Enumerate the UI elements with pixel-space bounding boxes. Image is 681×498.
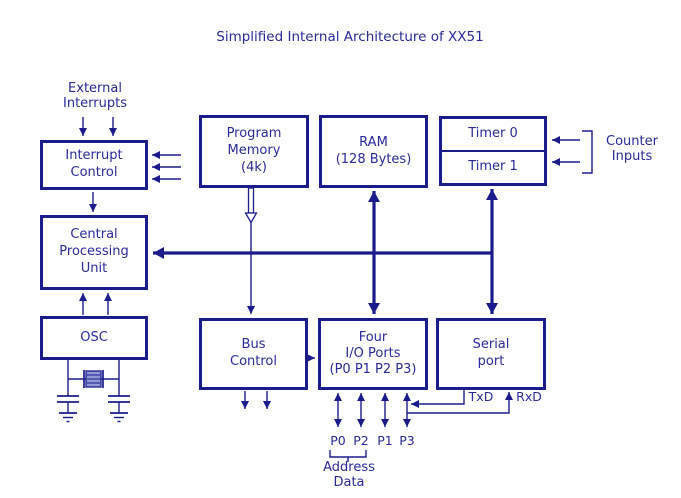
timer0-cell: Timer 0 bbox=[468, 126, 518, 142]
interrupt-input-arrows bbox=[152, 151, 181, 183]
ground-right-icon bbox=[110, 412, 128, 423]
external-interrupt-arrows bbox=[79, 117, 117, 136]
program-memory-bus-arrow bbox=[244, 187, 258, 314]
rxd-label: RxD bbox=[516, 389, 542, 404]
oscillator-circuit bbox=[57, 359, 130, 423]
ram-box: RAM (128 Bytes) bbox=[319, 115, 428, 188]
bus-control-output-arrows bbox=[241, 391, 271, 409]
osc-to-cpu-arrows bbox=[79, 293, 112, 315]
txd-wire bbox=[411, 390, 465, 408]
port-pin-label-p3: P3 bbox=[399, 433, 415, 448]
external-interrupts-label: External Interrupts bbox=[63, 81, 127, 112]
interrupt-control-box: Interrupt Control bbox=[40, 140, 148, 190]
port-pin-label-p2: P2 bbox=[353, 433, 369, 448]
port-pin-arrows bbox=[334, 393, 411, 427]
address-data-label: Address Data bbox=[323, 460, 375, 491]
cpu-box: Central Processing Unit bbox=[40, 215, 148, 290]
osc-box: OSC bbox=[40, 316, 148, 360]
program-memory-box: Program Memory (4k) bbox=[199, 115, 309, 188]
ground-left-icon bbox=[59, 412, 77, 423]
counter-inputs-label: Counter Inputs bbox=[606, 134, 658, 165]
crystal-icon bbox=[83, 370, 104, 388]
capacitor-right-icon bbox=[108, 395, 130, 413]
bus-control-box: Bus Control bbox=[199, 318, 308, 390]
capacitor-left-icon bbox=[57, 395, 79, 413]
diagram-title: Simplified Internal Architecture of XX51 bbox=[216, 29, 484, 45]
txd-label: TxD bbox=[468, 389, 494, 404]
timer1-cell: Timer 1 bbox=[442, 150, 544, 183]
timers-box: Timer 0 Timer 1 bbox=[439, 116, 547, 186]
counter-inputs-bracket bbox=[582, 130, 593, 174]
serial-port-box: Serial port bbox=[436, 318, 546, 390]
port-pin-label-p1: P1 bbox=[377, 433, 393, 448]
io-ports-box: Four I/O Ports (P0 P1 P2 P3) bbox=[318, 318, 428, 390]
counter-input-arrows bbox=[552, 136, 580, 166]
port-pin-label-p0: P0 bbox=[330, 433, 346, 448]
